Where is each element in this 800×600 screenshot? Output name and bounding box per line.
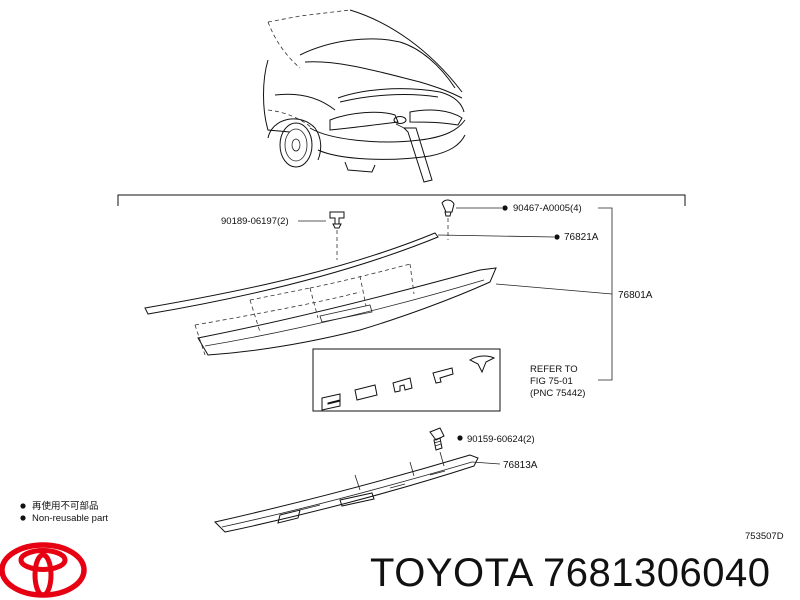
brand-name: TOYOTA bbox=[370, 551, 534, 595]
part-label-90189-06197: 90189-06197(2) bbox=[221, 216, 289, 227]
part-label-90467-A0005: 90467-A0005(4) bbox=[513, 203, 582, 214]
refer-line-1: REFER TO bbox=[530, 364, 578, 375]
refer-line-2: FIG 75-01 bbox=[530, 376, 573, 387]
car-rear-illustration bbox=[263, 9, 466, 183]
emblem-box bbox=[312, 348, 501, 412]
non-reusable-marker-icon bbox=[502, 205, 508, 211]
garnish-panel bbox=[194, 263, 497, 356]
part-label-90159-60624: 90159-60624(2) bbox=[467, 434, 535, 445]
non-reusable-marker-icon bbox=[20, 503, 26, 509]
screw-90159-60624 bbox=[429, 427, 445, 451]
part-label-76821A: 76821A bbox=[564, 232, 599, 243]
part-label-76813A: 76813A bbox=[503, 460, 538, 471]
non-reusable-marker-icon bbox=[554, 234, 560, 240]
part-number: 7681306040 bbox=[543, 551, 770, 595]
illustration-code: 753507D bbox=[745, 531, 784, 542]
legend: 再使用不可部品 Non-reusable part bbox=[20, 500, 108, 524]
lower-garnish-76813A bbox=[214, 451, 479, 533]
legend-en: Non-reusable part bbox=[32, 513, 108, 524]
clip-90189-06197 bbox=[329, 211, 345, 260]
refer-line-3: (PNC 75442) bbox=[530, 388, 585, 399]
non-reusable-marker-icon bbox=[457, 435, 463, 441]
assembly-bracket bbox=[117, 194, 686, 206]
trim-strip-76821A bbox=[144, 232, 439, 315]
emblem-letters bbox=[321, 355, 496, 411]
legend-jp: 再使用不可部品 bbox=[32, 500, 99, 512]
part-label-76801A: 76801A bbox=[618, 290, 653, 301]
clip-90467-A0005 bbox=[441, 199, 455, 240]
non-reusable-marker-icon bbox=[20, 515, 26, 521]
toyota-logo-icon bbox=[0, 542, 87, 598]
